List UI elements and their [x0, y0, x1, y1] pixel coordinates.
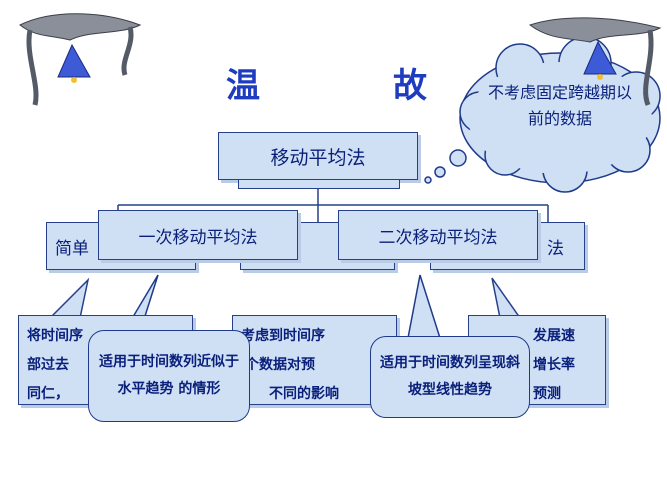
thought-cloud-shape [459, 36, 661, 193]
note-horizontal-trend: 适用于时间数列近似于水平趋势 的情形 [88, 330, 250, 422]
title-char-2: 故 [393, 66, 427, 106]
note-linear-trend: 适用于时间数列呈现斜坡型线性趋势 [370, 336, 530, 418]
detail-line: 增长率 [533, 357, 575, 373]
bell-with-ribbon-icon [19, 13, 142, 106]
bell-with-ribbon-icon [528, 17, 662, 106]
detail-line: 预测 [533, 386, 561, 402]
detail-line: 考虑到时间序 [241, 328, 325, 344]
method-node-double-moving-average: 二次移动平均法 [338, 210, 538, 260]
title-char-1: 温 [226, 66, 260, 106]
root-node-shadow [238, 180, 400, 189]
root-node: 移动平均法 [218, 132, 418, 180]
detail-line: 同仁， [27, 386, 69, 402]
detail-line: 不同的影响 [269, 386, 339, 402]
detail-line: 个数据对预 [245, 357, 315, 373]
detail-line: 发展速 [533, 328, 575, 344]
thought-text: 不考虑固定跨越期以前的数据 [487, 83, 632, 128]
detail-line: 将时间序 [27, 328, 83, 344]
detail-line: 部过去 [27, 357, 69, 373]
method-node-single-moving-average: 一次移动平均法 [98, 210, 298, 260]
